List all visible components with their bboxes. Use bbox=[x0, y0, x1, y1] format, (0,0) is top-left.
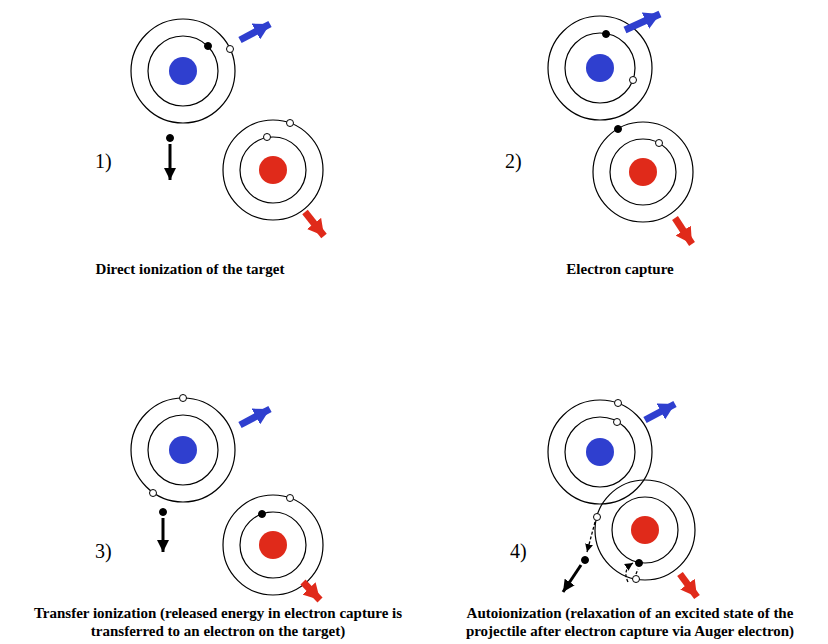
target-direction-arrow bbox=[675, 218, 692, 244]
electron bbox=[582, 557, 589, 564]
atom-shell bbox=[593, 122, 693, 222]
electron bbox=[205, 43, 212, 50]
atom-shell bbox=[240, 512, 306, 578]
projectile-direction-arrow bbox=[240, 24, 270, 40]
atom-shell bbox=[223, 120, 323, 220]
auger-transition-arrow bbox=[587, 522, 595, 552]
panel-caption: Direct ionization of the target bbox=[40, 260, 340, 278]
target-direction-arrow bbox=[305, 212, 324, 236]
atom-shell bbox=[548, 16, 652, 120]
projectile-nucleus bbox=[586, 54, 614, 82]
electron-vacancy bbox=[287, 495, 294, 502]
target-direction-arrow bbox=[303, 582, 320, 600]
panel-number: 1) bbox=[95, 150, 112, 172]
electron bbox=[259, 511, 266, 518]
atom-shell bbox=[240, 137, 306, 203]
atom-shell bbox=[131, 19, 235, 123]
atom-shell bbox=[148, 36, 218, 106]
electron bbox=[603, 31, 610, 38]
target-nucleus bbox=[631, 516, 659, 544]
atom-shell bbox=[612, 497, 678, 563]
panel-number: 4) bbox=[510, 540, 527, 562]
electron-vacancy bbox=[614, 419, 621, 426]
projectile-direction-arrow bbox=[645, 404, 675, 420]
relaxation-transition bbox=[636, 569, 638, 574]
electron bbox=[160, 509, 167, 516]
electron-vacancy bbox=[615, 400, 622, 407]
panel-caption: Electron capture bbox=[470, 260, 770, 278]
electron-vacancy bbox=[150, 490, 157, 497]
atom-shell bbox=[610, 139, 676, 205]
electron bbox=[167, 135, 174, 142]
atom-shell bbox=[595, 480, 695, 580]
atom-shell bbox=[548, 400, 652, 504]
target-nucleus bbox=[259, 156, 287, 184]
panel-number: 3) bbox=[95, 540, 112, 562]
atom-shell bbox=[148, 415, 218, 485]
relaxation-arrow bbox=[626, 563, 633, 582]
electron-vacancy bbox=[656, 140, 663, 147]
electron-vacancy bbox=[630, 77, 637, 84]
atom-shell bbox=[565, 417, 635, 487]
electron-vacancy bbox=[180, 395, 187, 402]
projectile-nucleus bbox=[586, 438, 614, 466]
electron-vacancy bbox=[264, 134, 271, 141]
electron-vacancy bbox=[594, 514, 601, 521]
projectile-direction-arrow bbox=[625, 14, 660, 30]
atom-shell bbox=[565, 33, 635, 103]
panel-number: 2) bbox=[505, 150, 522, 172]
electron-vacancy bbox=[633, 576, 640, 583]
panel-caption: Autoionization (relaxation of an excited… bbox=[436, 604, 824, 640]
target-nucleus bbox=[259, 531, 287, 559]
electron-emission-arrow bbox=[169, 144, 172, 180]
electron-emission-arrow bbox=[162, 518, 165, 552]
projectile-nucleus bbox=[169, 436, 197, 464]
electron bbox=[636, 560, 643, 567]
projectile-nucleus bbox=[169, 57, 197, 85]
electron-vacancy bbox=[227, 46, 234, 53]
atom-shell bbox=[131, 398, 235, 502]
electron-emission-arrow bbox=[563, 565, 581, 592]
target-direction-arrow bbox=[680, 574, 697, 597]
electron-vacancy bbox=[287, 120, 294, 127]
projectile-direction-arrow bbox=[240, 409, 270, 425]
atom-shell bbox=[223, 495, 323, 595]
target-nucleus bbox=[629, 158, 657, 186]
panel-caption: Transfer ionization (released energy in … bbox=[16, 604, 420, 640]
electron bbox=[615, 126, 622, 133]
